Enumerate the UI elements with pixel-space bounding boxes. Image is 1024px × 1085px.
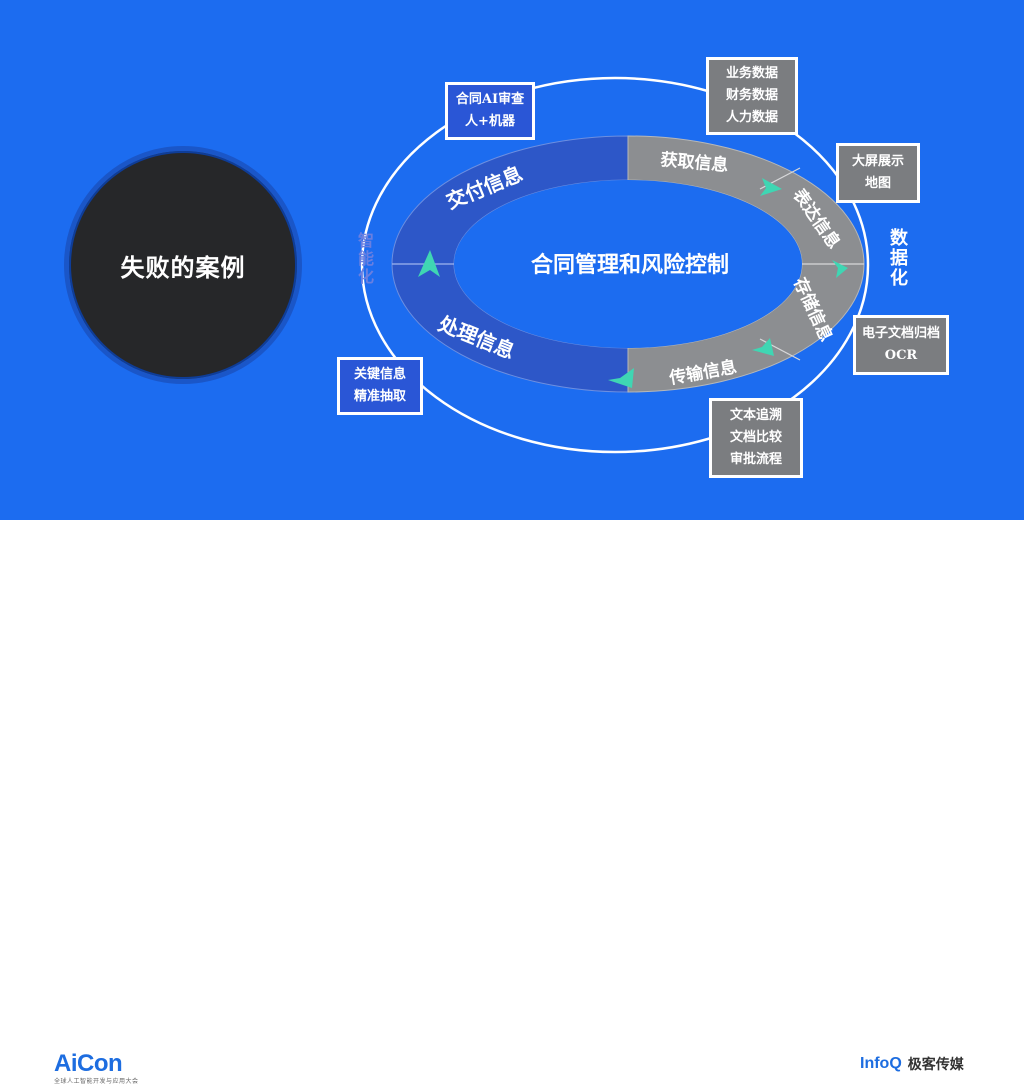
box-line: 关键信息: [353, 367, 406, 382]
box-line: 审批流程: [729, 452, 782, 467]
box-line: 精准抽取: [353, 389, 406, 404]
box-line: 地图: [864, 176, 891, 191]
box-line: 电子文档归档: [861, 326, 940, 341]
box-business-data: 业务数据 财务数据 人力数据: [706, 57, 798, 135]
case-title: 失败的案例: [120, 253, 246, 282]
aicon-subtitle: 全球人工智能开发与应用大会: [54, 1078, 139, 1085]
box-line: 大屏展示: [851, 154, 904, 169]
center-area: [454, 180, 802, 348]
box-e-archive: 电子文档归档 OCR: [853, 315, 949, 375]
box-line: 人力数据: [725, 110, 778, 125]
infoq-logo-text: InfoQ: [860, 1055, 902, 1072]
geek-media-text: 极客传媒: [907, 1057, 964, 1073]
arrow-icon: [752, 338, 774, 356]
side-label-data: 数据化: [887, 228, 908, 288]
box-line: 财务数据: [725, 88, 778, 103]
box-big-screen: 大屏展示 地图: [836, 143, 920, 203]
box-key-info: 关键信息 精准抽取: [337, 357, 423, 415]
side-label-intelligent: 智能化: [355, 232, 374, 286]
arrow-icon: [760, 178, 782, 196]
arrow-icon: [832, 260, 848, 278]
box-line: 文本追溯: [729, 408, 782, 423]
box-line: OCR: [884, 348, 918, 363]
box-line: 人+机器: [465, 114, 515, 129]
aicon-logo: AiCon 全球人工智能开发与应用大会: [54, 1050, 139, 1085]
box-line: 合同AI审查: [455, 92, 525, 107]
box-line: 文档比较: [729, 430, 782, 445]
outer-orbit: [360, 76, 870, 454]
case-circle: 失败的案例: [64, 146, 302, 384]
box-contract-ai: 合同AI审查 人+机器: [445, 82, 535, 140]
ring-diagram: 交付信息 获取信息 表达信息 存储信息 传输信息 处理信息 合同管理和风险控制: [360, 76, 870, 454]
arrow-icon: [608, 368, 634, 388]
aicon-logo-text: AiCon: [54, 1050, 123, 1077]
arrow-icon: [418, 250, 440, 277]
box-text-trace: 文本追溯 文档比较 审批流程: [709, 398, 803, 478]
footer: AiCon 全球人工智能开发与应用大会 InfoQ 极客传媒: [0, 520, 1024, 1085]
center-title: 合同管理和风险控制: [531, 252, 729, 278]
slide: 失败的案例 交付信息 获取信息 表达信息 存储信息 传输信息 处理信息 合同管理…: [0, 0, 1024, 520]
infoq-logo: InfoQ 极客传媒: [860, 1054, 964, 1074]
box-line: 业务数据: [725, 66, 778, 81]
